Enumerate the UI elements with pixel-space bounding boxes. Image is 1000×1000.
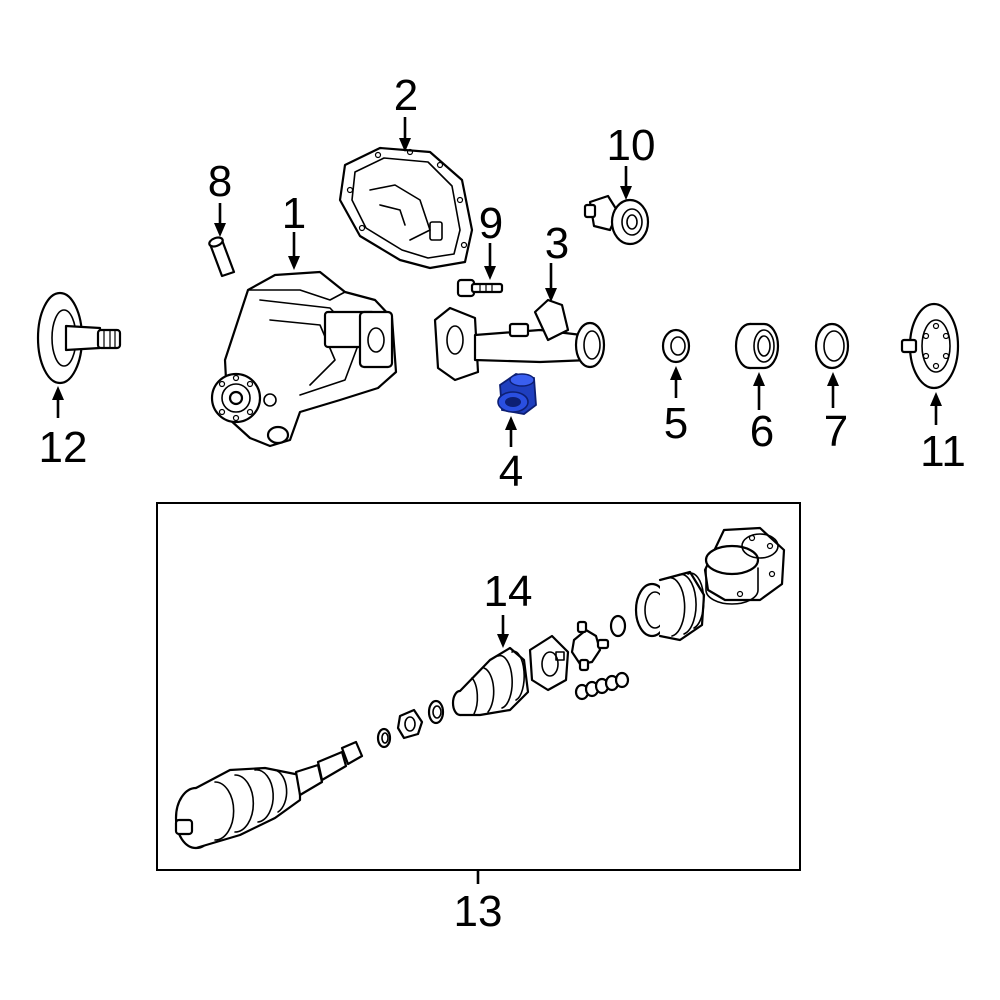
callout-14[interactable]: 14	[484, 567, 533, 616]
callout-5[interactable]: 5	[664, 399, 688, 448]
callout-9[interactable]: 9	[479, 199, 503, 248]
part-7-ring[interactable]	[814, 322, 850, 370]
callout-2[interactable]: 2	[394, 71, 418, 120]
callout-arrows	[52, 117, 942, 884]
part-13-cv-joint-inner[interactable]	[174, 763, 324, 850]
part-9-bolt[interactable]	[456, 278, 504, 298]
callout-1[interactable]: 1	[282, 189, 306, 238]
part-13-shaft[interactable]	[316, 740, 364, 782]
callout-10[interactable]: 10	[607, 121, 656, 170]
part-14-boot[interactable]	[451, 646, 530, 717]
part-3-axle-housing[interactable]	[433, 298, 606, 382]
part-13-balls[interactable]	[574, 671, 630, 701]
callout-6[interactable]: 6	[750, 407, 774, 456]
callout-3[interactable]: 3	[545, 219, 569, 268]
part-6-bearing[interactable]	[734, 322, 780, 370]
callout-7[interactable]: 7	[824, 407, 848, 456]
callout-8[interactable]: 8	[208, 157, 232, 206]
part-13-small-rings[interactable]	[376, 699, 445, 749]
callout-13[interactable]: 13	[454, 887, 503, 936]
part-13-roller[interactable]	[609, 614, 627, 638]
callout-labels: 1 2 3 4 5 6 7 8 9 10 11 12 13 14	[39, 71, 966, 936]
part-13-spider[interactable]	[570, 620, 610, 672]
part-8-pin[interactable]	[208, 236, 236, 278]
part-2-differential-cover[interactable]	[338, 146, 474, 270]
part-12-axle-shaft[interactable]	[36, 291, 122, 385]
part-11-flange[interactable]	[900, 302, 960, 390]
part-13-joint-cage[interactable]	[528, 634, 570, 692]
part-13-outer-housing[interactable]	[703, 526, 786, 605]
part-1-differential-carrier[interactable]	[210, 270, 398, 448]
part-10-sensor[interactable]	[583, 194, 650, 246]
callout-4[interactable]: 4	[499, 447, 523, 496]
part-4-bushing[interactable]	[497, 373, 537, 415]
part-5-seal[interactable]	[661, 328, 691, 364]
callout-12[interactable]: 12	[39, 423, 88, 472]
callout-11[interactable]: 11	[920, 427, 966, 476]
part-13-clamp[interactable]	[634, 570, 706, 642]
